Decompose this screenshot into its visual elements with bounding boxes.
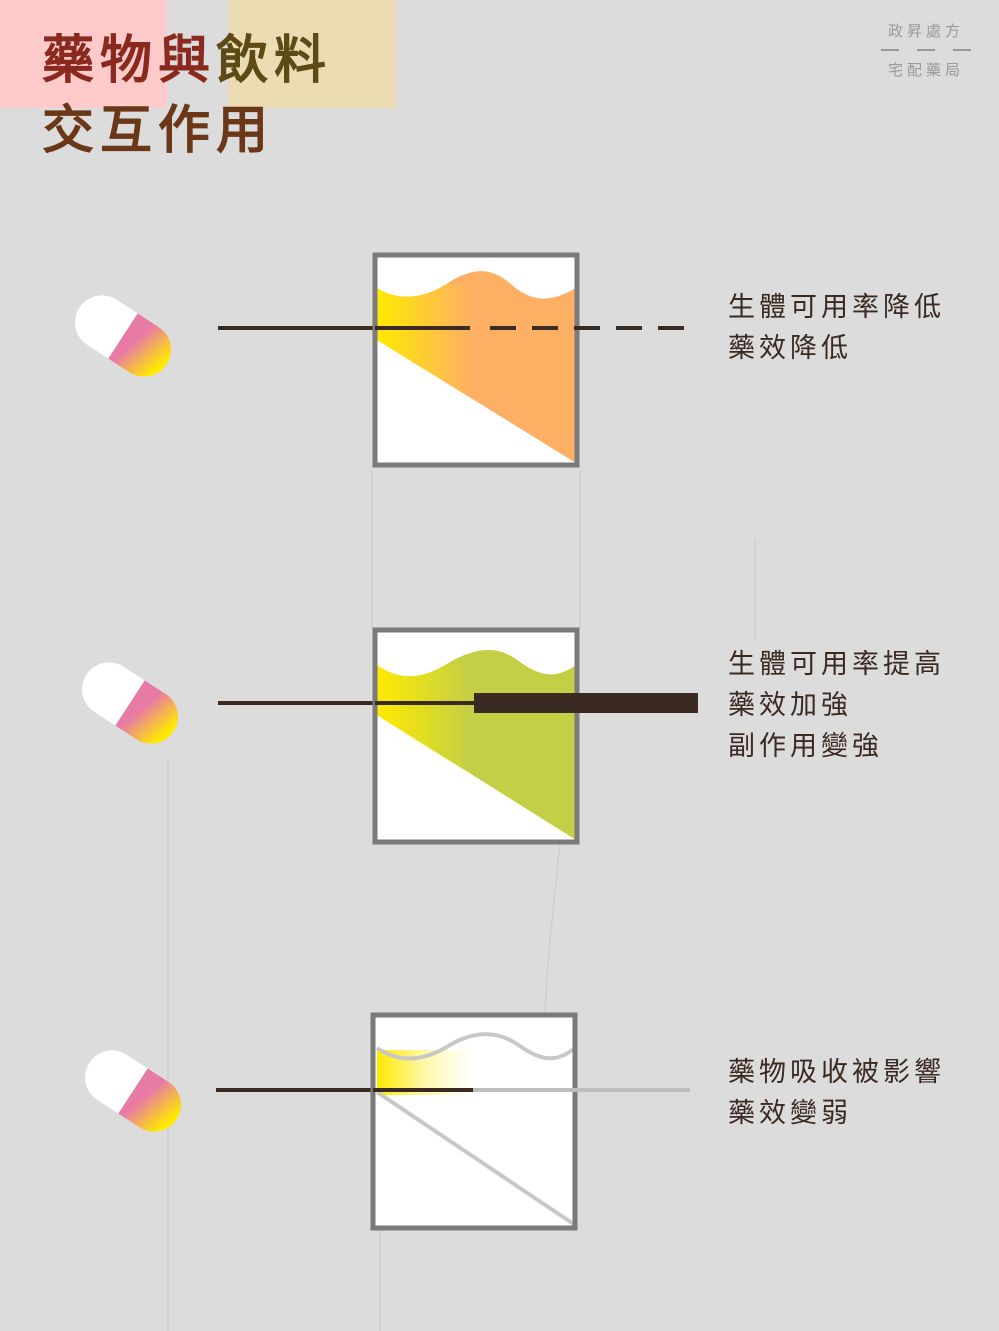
title-and: 與 <box>158 31 217 91</box>
row-3 <box>74 1012 690 1231</box>
row-2-line-1: 生體可用率提高 <box>728 649 945 680</box>
row-2 <box>71 627 698 845</box>
glass-icon <box>370 1012 578 1231</box>
capsule-icon <box>74 1040 192 1142</box>
row-1-description: 生體可用率降低 藥效降低 <box>728 287 945 369</box>
brand-line1: 政昇處方 <box>887 22 964 40</box>
glass-icon <box>372 627 580 845</box>
row-3-description: 藥物吸收被影響 藥效變弱 <box>728 1052 945 1134</box>
row-1-line-2: 藥效降低 <box>728 333 852 364</box>
row-3-line-2: 藥效變弱 <box>728 1098 852 1129</box>
glass-icon <box>372 252 580 468</box>
row-1-line-1: 生體可用率降低 <box>728 292 945 323</box>
brand-divider <box>881 49 971 51</box>
title-highlight-beige <box>228 0 396 108</box>
row-1 <box>64 252 692 468</box>
row-3-line-1: 藥物吸收被影響 <box>728 1057 945 1088</box>
row-2-description: 生體可用率提高 藥效加強 副作用變強 <box>728 644 945 767</box>
title-drink: 飲料 <box>216 31 333 91</box>
brand-line2: 宅配藥局 <box>887 61 964 79</box>
background-lines <box>167 470 756 1331</box>
capsule-icon <box>71 652 189 754</box>
title-drug: 藥物 <box>42 31 159 91</box>
capsule-icon <box>64 285 182 387</box>
title-interaction: 交互作用 <box>42 101 275 161</box>
title-highlight-pink <box>0 0 167 108</box>
row-2-line-2: 藥效加強 <box>728 690 852 721</box>
brand-logo: 政昇處方 宅配藥局 <box>881 20 971 80</box>
row-2-line-3: 副作用變強 <box>728 731 883 762</box>
page-title: 藥物與飲料 交互作用 <box>42 26 332 166</box>
